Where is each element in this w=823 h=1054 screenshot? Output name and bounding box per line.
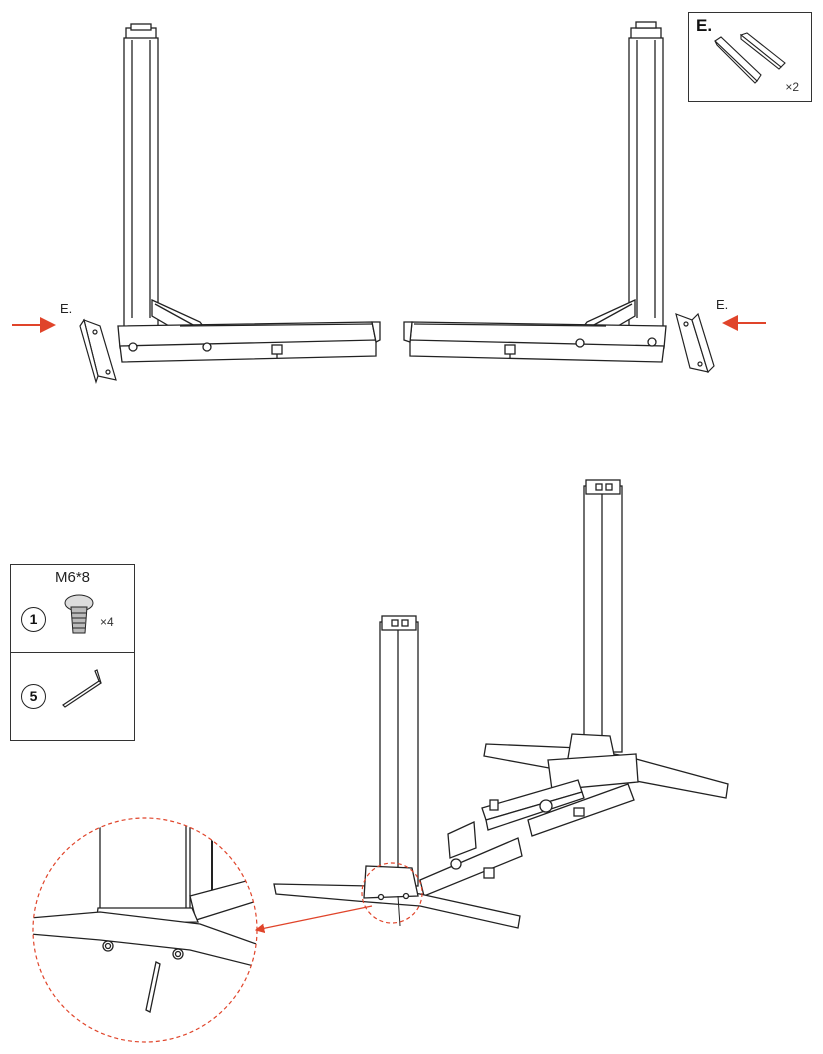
part-e-quantity: ×2	[785, 80, 799, 94]
screw-cell: M6*8 1 ×4	[11, 565, 134, 653]
wrench-number-badge: 5	[21, 684, 46, 709]
arrow-label-left: E.	[60, 301, 72, 316]
screw-spec: M6*8	[11, 569, 134, 586]
screw-number-badge: 1	[21, 607, 46, 632]
part-e-brackets-icon	[711, 31, 791, 87]
bracket-e-right	[676, 314, 714, 372]
screw-quantity: ×4	[100, 615, 114, 629]
hardware-legend: M6*8 1 ×4 5	[10, 564, 135, 741]
right-leg-assembly	[404, 22, 666, 362]
left-leg-assembly	[118, 24, 380, 362]
arrow-label-right: E.	[716, 297, 728, 312]
detail-callout-arrow	[256, 906, 372, 930]
allen-wrench-icon	[59, 669, 119, 709]
part-e-callout: E. ×2	[688, 12, 812, 102]
screw-icon	[59, 591, 99, 637]
assembled-desk-frame	[274, 480, 728, 928]
wrench-cell: 5	[11, 653, 134, 740]
detail-zoom-view	[30, 814, 262, 1042]
part-e-title: E.	[696, 16, 712, 36]
bracket-e-left	[80, 320, 116, 382]
